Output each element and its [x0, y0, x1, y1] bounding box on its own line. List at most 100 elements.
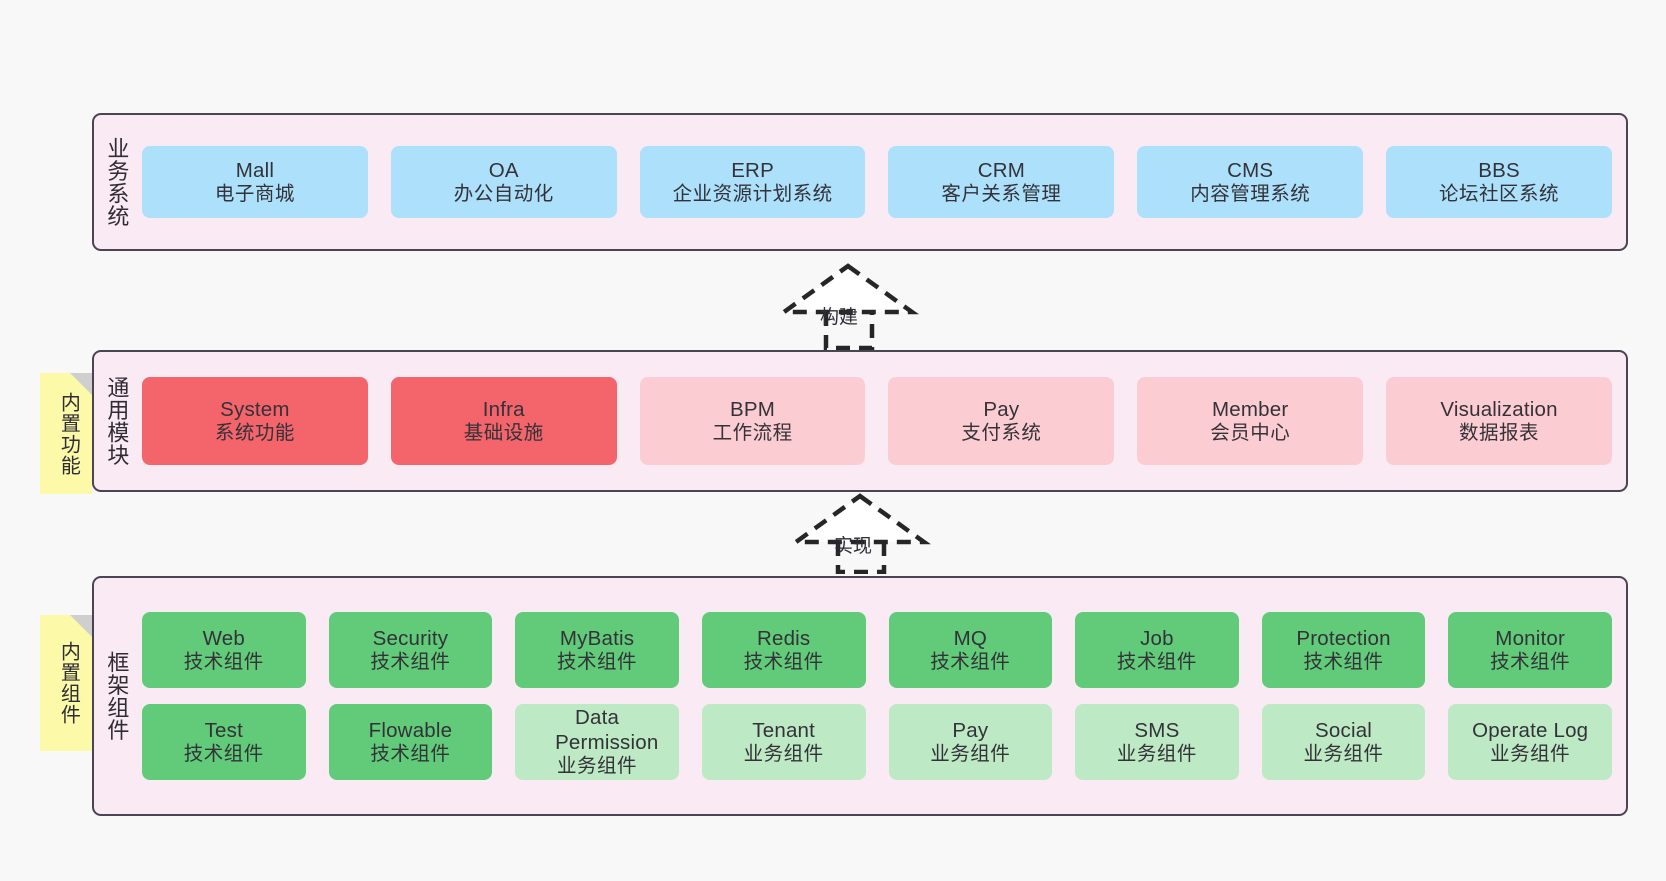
module-box-crm[interactable]: CRM 客户关系管理 — [888, 146, 1115, 218]
box-subtitle: 基础设施 — [463, 421, 544, 444]
box-title: Tenant — [752, 718, 816, 742]
box-title: Member — [1212, 397, 1289, 421]
note-fold-corner-icon — [70, 615, 92, 637]
component-box-pay[interactable]: Pay 业务组件 — [888, 704, 1053, 780]
box-title: Pay — [952, 718, 989, 742]
box-subtitle: 企业资源计划系统 — [672, 182, 833, 205]
box-title: Test — [204, 718, 244, 742]
component-box-social[interactable]: Social 业务组件 — [1261, 704, 1426, 780]
box-row: Mall 电子商城 OA 办公自动化 ERP 企业资源计划系统 CRM 客户关系… — [142, 146, 1612, 218]
box-subtitle: 技术组件 — [557, 650, 638, 673]
connector-implement: 实现 — [772, 492, 952, 575]
component-box-tenant[interactable]: Tenant 业务组件 — [701, 704, 866, 780]
component-box-job[interactable]: Job 技术组件 — [1075, 612, 1239, 688]
module-box-infra[interactable]: Infra 基础设施 — [390, 377, 617, 465]
note-fold-corner-icon — [70, 373, 92, 395]
box-title: System — [220, 397, 290, 421]
box-subtitle: 论坛社区系统 — [1439, 182, 1560, 205]
box-subtitle: 会员中心 — [1210, 421, 1291, 444]
box-subtitle: 技术组件 — [370, 742, 451, 765]
layer-framework-component: 框架组件 Web 技术组件 Security 技术组件 MyBatis 技术组件… — [92, 576, 1628, 816]
component-box-flowable[interactable]: Flowable 技术组件 — [328, 704, 493, 780]
module-box-mall[interactable]: Mall 电子商城 — [142, 146, 368, 218]
box-subtitle: 技术组件 — [1490, 650, 1571, 673]
component-box-data-permission[interactable]: Data Permission 业务组件 — [515, 704, 679, 780]
box-subtitle: 数据报表 — [1459, 421, 1540, 444]
box-title: Infra — [482, 397, 525, 421]
box-subtitle: 技术组件 — [183, 742, 264, 765]
sticky-note-builtin-function: 内置功能 — [40, 373, 92, 494]
box-subtitle: 业务组件 — [930, 742, 1011, 765]
box-title: MQ — [953, 626, 988, 650]
layer-business-system: 业务系统 Mall 电子商城 OA 办公自动化 ERP 企业资源计划系统 CRM… — [92, 113, 1628, 251]
component-box-mq[interactable]: MQ 技术组件 — [888, 612, 1053, 688]
box-subtitle: 电子商城 — [214, 182, 295, 205]
box-subtitle: 业务组件 — [743, 742, 824, 765]
box-title: Visualization — [1440, 397, 1558, 421]
generalization-arrow-icon — [789, 493, 931, 575]
module-box-cms[interactable]: CMS 内容管理系统 — [1137, 146, 1364, 218]
layer-title-common-module: 通用模块 — [104, 376, 130, 466]
box-title: BPM — [730, 397, 776, 421]
box-title: OA — [488, 158, 519, 182]
component-box-operate-log[interactable]: Operate Log 业务组件 — [1448, 704, 1612, 780]
module-box-system[interactable]: System 系统功能 — [142, 377, 368, 465]
module-box-bbs[interactable]: BBS 论坛社区系统 — [1386, 146, 1612, 218]
box-title: Security — [372, 626, 449, 650]
component-box-mybatis[interactable]: MyBatis 技术组件 — [515, 612, 679, 688]
connector-build: 构建 — [760, 262, 940, 351]
box-row: System 系统功能 Infra 基础设施 BPM 工作流程 Pay 支付系统… — [142, 377, 1612, 465]
box-subtitle: 支付系统 — [961, 421, 1042, 444]
generalization-arrow-icon — [777, 263, 919, 351]
module-box-erp[interactable]: ERP 企业资源计划系统 — [639, 146, 866, 218]
box-title: ERP — [731, 158, 774, 182]
box-subtitle: 业务组件 — [1303, 742, 1384, 765]
module-box-oa[interactable]: OA 办公自动化 — [390, 146, 617, 218]
box-title: Mall — [235, 158, 275, 182]
box-subtitle: 内容管理系统 — [1190, 182, 1311, 205]
box-title: MyBatis — [559, 626, 635, 650]
box-title: Pay — [983, 397, 1020, 421]
box-subtitle: 业务组件 — [557, 755, 638, 778]
connector-label-implement: 实现 — [834, 536, 873, 557]
box-subtitle: 技术组件 — [930, 650, 1011, 673]
layer-body-framework-component: Web 技术组件 Security 技术组件 MyBatis 技术组件 Redi… — [138, 578, 1626, 814]
module-box-bpm[interactable]: BPM 工作流程 — [639, 377, 866, 465]
box-subtitle: 技术组件 — [1116, 650, 1197, 673]
box-subtitle: 工作流程 — [712, 421, 793, 444]
box-title: Web — [202, 626, 245, 650]
component-box-test[interactable]: Test 技术组件 — [142, 704, 306, 780]
box-title: CMS — [1227, 158, 1274, 182]
box-subtitle: 技术组件 — [743, 650, 824, 673]
layer-common-module: 通用模块 System 系统功能 Infra 基础设施 BPM 工作流程 Pay… — [92, 350, 1628, 492]
sticky-note-builtin-component: 内置组件 — [40, 615, 92, 751]
component-box-protection[interactable]: Protection 技术组件 — [1261, 612, 1426, 688]
box-title: Job — [1140, 626, 1174, 650]
component-box-web[interactable]: Web 技术组件 — [142, 612, 306, 688]
box-row: Web 技术组件 Security 技术组件 MyBatis 技术组件 Redi… — [142, 612, 1612, 688]
box-title: Monitor — [1495, 626, 1566, 650]
layer-title-framework-component: 框架组件 — [104, 651, 130, 741]
module-box-visualization[interactable]: Visualization 数据报表 — [1386, 377, 1612, 465]
component-box-security[interactable]: Security 技术组件 — [328, 612, 493, 688]
layer-body-common-module: System 系统功能 Infra 基础设施 BPM 工作流程 Pay 支付系统… — [138, 352, 1626, 490]
box-title: Flowable — [368, 718, 453, 742]
box-subtitle: 业务组件 — [1490, 742, 1571, 765]
layer-body-business-system: Mall 电子商城 OA 办公自动化 ERP 企业资源计划系统 CRM 客户关系… — [138, 115, 1626, 249]
box-title: Redis — [756, 626, 811, 650]
component-box-monitor[interactable]: Monitor 技术组件 — [1448, 612, 1612, 688]
box-title: Data Permission — [555, 706, 659, 755]
box-subtitle: 技术组件 — [370, 650, 451, 673]
module-box-pay[interactable]: Pay 支付系统 — [888, 377, 1115, 465]
sticky-note-label: 内置组件 — [57, 641, 80, 725]
box-subtitle: 技术组件 — [183, 650, 264, 673]
component-box-redis[interactable]: Redis 技术组件 — [701, 612, 866, 688]
box-title: CRM — [977, 158, 1026, 182]
module-box-member[interactable]: Member 会员中心 — [1137, 377, 1364, 465]
sticky-note-label: 内置功能 — [57, 391, 80, 476]
component-box-sms[interactable]: SMS 业务组件 — [1075, 704, 1239, 780]
box-title: SMS — [1134, 718, 1180, 742]
box-subtitle: 业务组件 — [1116, 742, 1197, 765]
box-subtitle: 系统功能 — [214, 421, 295, 444]
layer-title-business-system: 业务系统 — [104, 137, 130, 227]
